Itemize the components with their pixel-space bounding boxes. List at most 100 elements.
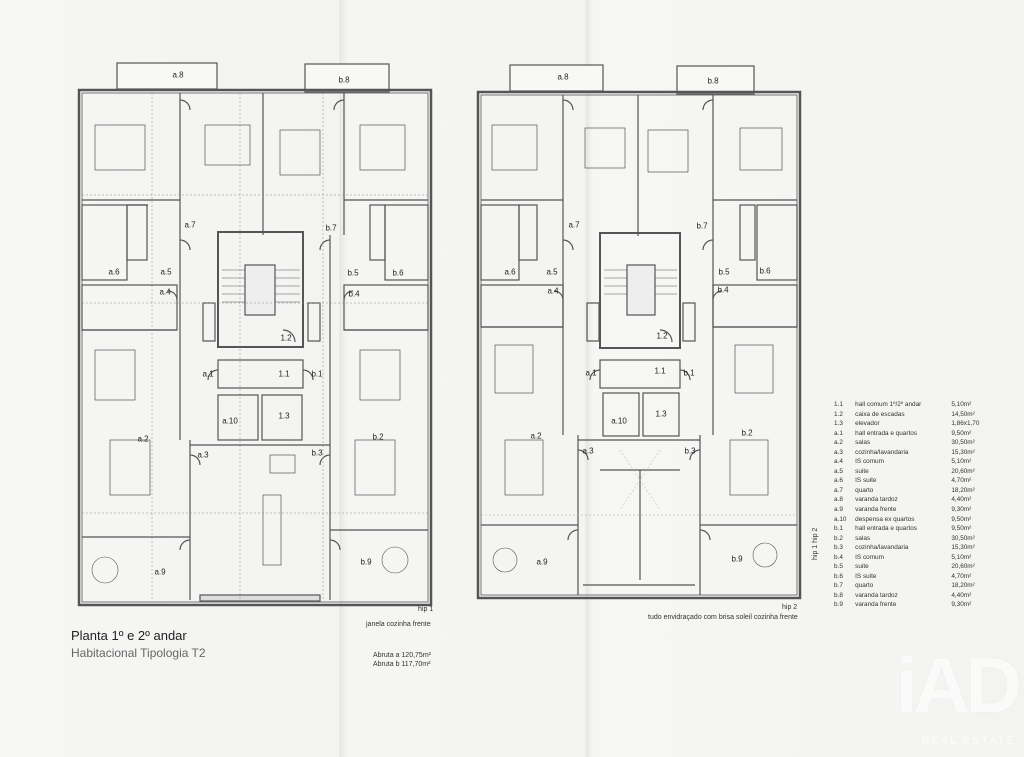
legend-value: 9,50m² (951, 525, 972, 533)
room-label-a3: a.3 (197, 450, 209, 460)
room-label-a10: a.10 (222, 416, 238, 426)
legend-value: 20,60m² (951, 563, 975, 571)
legend-code: a.5 (834, 467, 843, 475)
legend-code: a.4 (834, 458, 843, 466)
legend-value: 20,60m² (951, 467, 975, 475)
legend-value: 18,20m² (951, 486, 975, 494)
room-label-a1: a.1 (585, 368, 597, 378)
legend-row: b.4 IS comum 5,10m² (834, 553, 984, 563)
room-label-b8: b.8 (338, 75, 350, 85)
legend-code: a.3 (834, 448, 843, 456)
legend-code: 1.2 (834, 410, 843, 418)
room-label-b1: b.1 (311, 369, 323, 379)
room-label-a9: a.9 (536, 557, 548, 567)
room-legend: 1.1 hall comum 1º/2º andar 5,10m² 1.2 caixa … (834, 400, 984, 610)
room-label-b5: b.5 (718, 267, 730, 277)
legend-code: a.1 (834, 429, 843, 437)
room-label-a2: a.2 (530, 431, 542, 441)
fold-line (340, 0, 341, 757)
drawing-title: Planta 1º e 2º andar (71, 628, 187, 643)
room-label-b1: b.1 (683, 368, 695, 378)
legend-name: salas (855, 439, 871, 447)
legend-code: a.6 (834, 477, 843, 485)
legend-value: 4,70m² (951, 572, 972, 580)
legend-name: varanda frente (855, 601, 897, 609)
legend-value: 4,70m² (951, 477, 972, 485)
legend-code: b.4 (834, 553, 843, 561)
legend-name: hall entrada e quartos (855, 525, 917, 533)
legend-row: 1.3 elevador 1,86x1,70 (834, 419, 984, 429)
legend-name: elevador (855, 420, 880, 428)
area-a: Abruta a 120,75m² (373, 652, 431, 659)
room-label-a4: a.4 (547, 286, 559, 296)
legend-code: a.2 (834, 439, 843, 447)
legend-name: hall comum 1º/2º andar (855, 401, 922, 408)
room-label-b9: b.9 (731, 554, 743, 564)
legend-name: IS suite (855, 572, 877, 580)
room-label-b4: b.4 (717, 285, 729, 295)
room-label-1-2: 1.2 (280, 333, 292, 343)
legend-name: quarto (855, 582, 874, 590)
legend-row: 1.2 caixa de escadas 14,50m² (834, 410, 984, 420)
legend-name: suite (855, 563, 869, 571)
room-label-a5: a.5 (546, 267, 558, 277)
hip1-label: hip 1 (418, 606, 434, 613)
room-label-a7: a.7 (568, 220, 580, 230)
legend-row: a.2 salas 30,50m² (834, 438, 984, 448)
legend-code: b.2 (834, 534, 843, 542)
legend-code: a.9 (834, 506, 843, 514)
fold-line (587, 0, 588, 757)
room-label-a6: a.6 (108, 267, 120, 277)
legend-value: 30,50m² (951, 439, 975, 447)
legend-code: 1.3 (834, 420, 843, 428)
hip2-label: hip 2 (782, 604, 798, 611)
legend-value: 4,40m² (951, 591, 972, 599)
room-label-1-1: 1.1 (654, 366, 666, 376)
room-label-b7: b.7 (696, 221, 708, 231)
room-label-b5: b.5 (347, 268, 359, 278)
legend-value: 5,10m² (951, 553, 972, 561)
drawing-subtitle: Habitacional Tipologia T2 (71, 646, 206, 660)
legend-code: a.7 (834, 486, 843, 494)
legend-code: b.8 (834, 591, 843, 599)
room-label-b6: b.6 (759, 266, 771, 276)
legend-value: 1,86x1,70 (951, 420, 980, 428)
legend-row: a.6 IS suite 4,70m² (834, 476, 984, 486)
legend-name: salas (855, 534, 871, 542)
room-label-b8: b.8 (707, 76, 719, 86)
legend-value: 15,30m² (951, 448, 975, 456)
room-label-a5: a.5 (160, 267, 172, 277)
legend-code: a.10 (834, 515, 847, 523)
legend-code: b.5 (834, 563, 843, 571)
room-label-1-2: 1.2 (656, 331, 668, 341)
legend-value: 14,50m² (951, 410, 975, 418)
legend-code: 1.1 (834, 401, 843, 408)
room-label-a8: a.8 (172, 70, 184, 80)
legend-name: cozinha/lavandaria (855, 448, 909, 456)
legend-code: a.8 (834, 496, 843, 504)
iad-logo-watermark: iAD (895, 641, 1022, 729)
legend-value: 9,30m² (951, 506, 972, 514)
legend-row: a.3 cozinha/lavandaria 15,30m² (834, 448, 984, 458)
legend-value: 15,30m² (951, 544, 975, 552)
legend-name: varanda frente (855, 506, 897, 514)
legend-name: caixa de escadas (855, 410, 905, 418)
legend-name: IS comum (855, 553, 884, 561)
room-label-a9: a.9 (154, 567, 166, 577)
legend-name: IS suite (855, 477, 877, 485)
legend-code: b.9 (834, 601, 843, 609)
room-label-b6: b.6 (392, 268, 404, 278)
legend-row: b.5 suite 20,60m² (834, 562, 984, 572)
